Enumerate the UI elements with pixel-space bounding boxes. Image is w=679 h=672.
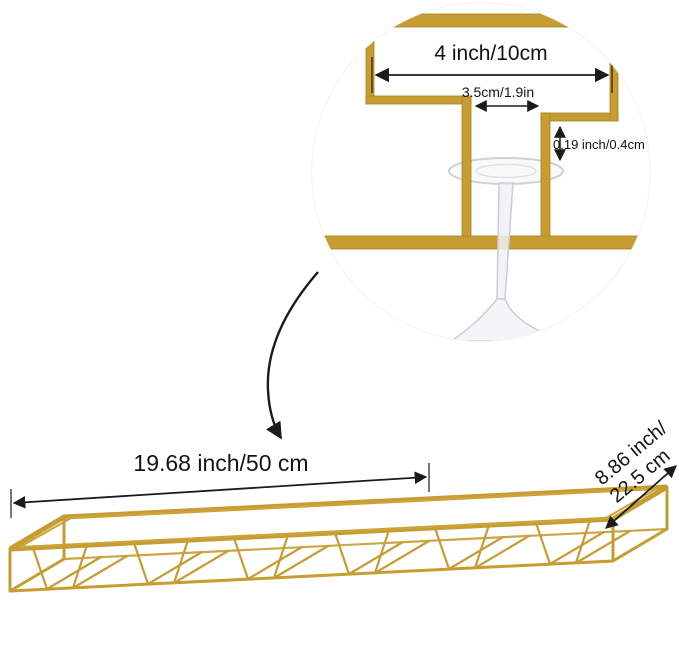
length-dimension-arrow [10,463,430,518]
channel-flares [31,518,592,591]
glass-channel-rails [45,529,632,591]
inset-wire-thickness-label: 0.19 inch/0.4cm [553,137,645,152]
zoom-inset-circle [312,3,650,341]
inset-slot-label: 3.5cm/1.9in [461,84,535,100]
inset-photo-drawing [312,13,650,341]
rack-length-label: 19.68 inch/50 cm [133,450,309,476]
zoom-callout-arrow [266,271,319,440]
depth-dimension-arrow [605,465,677,529]
wine-glass-rack [8,484,669,593]
wine-glass-stem [450,182,561,341]
inset-width-label: 4 inch/10cm [434,42,548,65]
